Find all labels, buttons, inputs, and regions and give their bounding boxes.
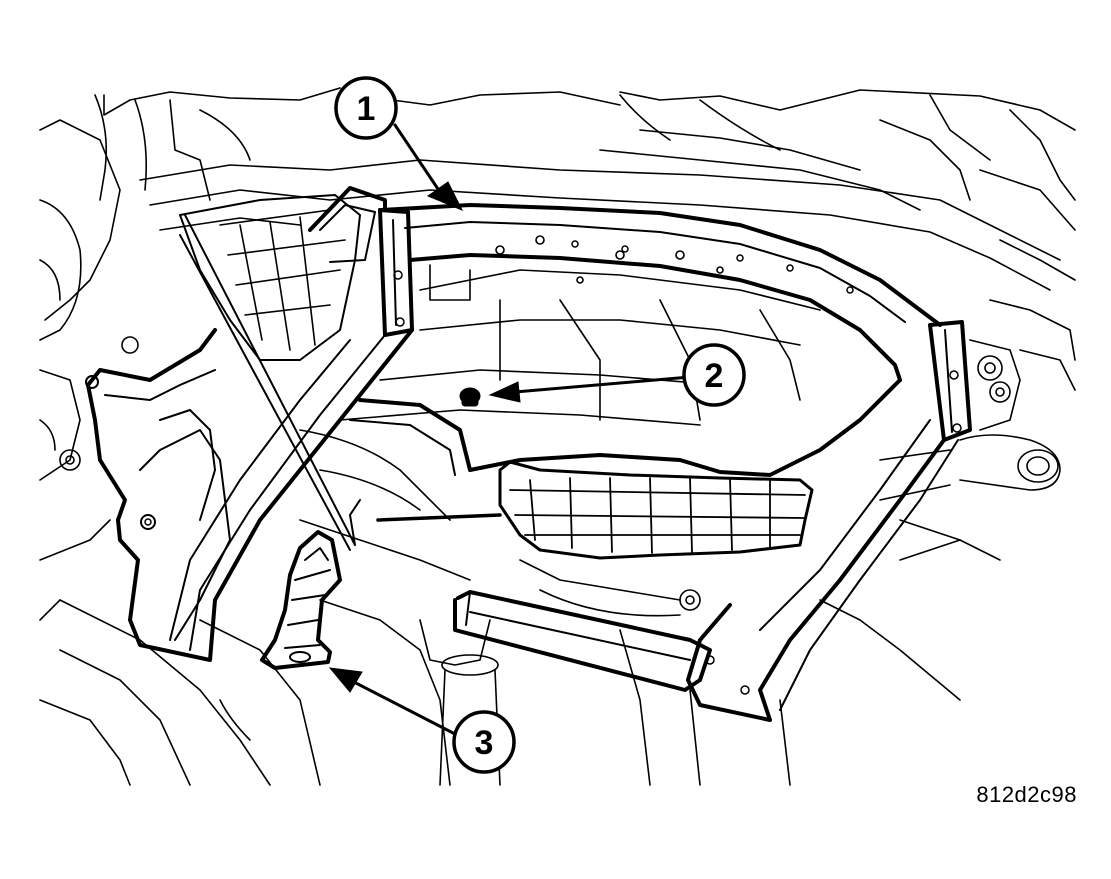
callout-3-label: 3 xyxy=(475,724,494,762)
callout-3-circle xyxy=(452,710,516,774)
callout-1: 1 xyxy=(334,76,398,140)
callout-1-label: 1 xyxy=(357,90,376,128)
callout-2-circle xyxy=(682,343,746,407)
callout-1-circle xyxy=(334,76,398,140)
bolt-part xyxy=(459,387,481,407)
callout-2: 2 xyxy=(682,343,746,407)
callout-2-label: 2 xyxy=(705,357,724,395)
vehicle-body-background xyxy=(39,87,1076,786)
callout-3: 3 xyxy=(452,710,516,774)
bracket-part xyxy=(260,530,342,670)
skid-plate-grid xyxy=(376,460,814,560)
figure-reference-id: 812d2c98 xyxy=(976,782,1077,807)
leader-arrows xyxy=(328,123,692,736)
crossmember-assembly xyxy=(85,186,972,722)
